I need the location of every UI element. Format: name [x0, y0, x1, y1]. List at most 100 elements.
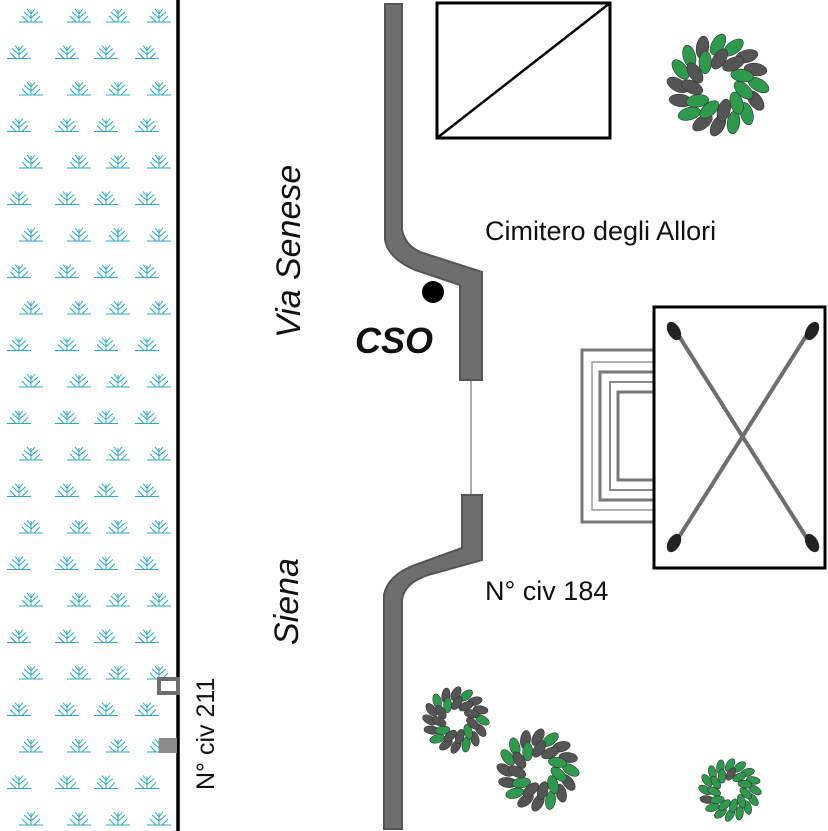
marsh-grass-icon [6, 775, 32, 789]
marsh-grass-icon [18, 373, 44, 388]
marsh-grass-icon [18, 592, 44, 607]
marsh-grass-icon [93, 264, 119, 278]
marsh-grass-icon [66, 300, 92, 315]
building-cross-icon [580, 305, 827, 570]
marsh-grass-icon [134, 191, 160, 205]
marsh-grass-icon [6, 337, 32, 351]
marsh-grass-icon [6, 410, 32, 424]
marsh-grass-icon [18, 519, 44, 534]
marsh-grass-icon [66, 446, 92, 461]
marsh-grass-icon [105, 154, 131, 169]
cemetery-label: Cimitero degli Allori [485, 216, 716, 246]
marsh-grass-icon [18, 227, 44, 242]
marsh-grass-icon [134, 483, 160, 497]
marsh-grass-icon [66, 519, 92, 534]
marsh-grass-icon [134, 264, 160, 278]
marsh-grass-icon [134, 45, 160, 59]
marsh-grass-icon [93, 629, 119, 643]
marsh-grass-icon [18, 446, 44, 461]
marsh-grass-icon [18, 300, 44, 315]
marsh-grass-icon [93, 410, 119, 424]
marsh-grass-icon [54, 191, 80, 205]
marsh-grass-icon [105, 811, 131, 826]
marsh-grass-icon [93, 45, 119, 59]
marsh-grass-icon [134, 118, 160, 132]
marsh-grass-icon [146, 300, 172, 315]
marsh-grass-icon [105, 592, 131, 607]
marsh-grass-icon [146, 8, 172, 23]
marsh-grass-icon [66, 8, 92, 23]
civic-211-marker-lower [159, 738, 177, 753]
marsh-grass-icon [6, 264, 32, 278]
marsh-grass-icon [105, 227, 131, 242]
civic-211-marker-upper [157, 677, 180, 695]
marsh-grass-icon [18, 811, 44, 826]
road-south-segment [383, 494, 483, 830]
marsh-grass-icon [146, 154, 172, 169]
building-diagonal-icon [435, 1, 612, 140]
civic-number-184: N° civ 184 [485, 576, 608, 606]
marsh-grass-icon [66, 154, 92, 169]
marsh-grass-icon [66, 811, 92, 826]
marsh-grass-icon [6, 45, 32, 59]
marsh-grass-icon [18, 665, 44, 680]
marsh-grass-icon [134, 337, 160, 351]
marsh-grass-icon [105, 300, 131, 315]
marsh-grass-icon [54, 45, 80, 59]
marsh-grass-icon [146, 373, 172, 388]
marsh-grass-icon [18, 81, 44, 96]
marsh-grass-icon [105, 373, 131, 388]
marsh-grass-icon [134, 410, 160, 424]
marsh-grass-icon [93, 118, 119, 132]
marsh-grass-icon [105, 738, 131, 753]
marsh-grass-icon [66, 81, 92, 96]
marsh-grass-icon [105, 446, 131, 461]
civic-number-211: N° civ 211 [192, 678, 220, 790]
marsh-grass-icon [146, 227, 172, 242]
tree-crown-icon [698, 758, 762, 822]
marsh-grass-icon [66, 592, 92, 607]
marsh-grass-icon [66, 227, 92, 242]
marsh-grass-icon [66, 373, 92, 388]
marsh-grass-icon [146, 811, 172, 826]
marsh-grass-icon [54, 629, 80, 643]
marsh-grass-icon [6, 483, 32, 497]
marsh-grass-icon [146, 81, 172, 96]
marsh-grass-icon [146, 592, 172, 607]
marsh-grass-icon [54, 483, 80, 497]
marsh-grass-icon [134, 629, 160, 643]
tree-crown-icon [666, 33, 770, 137]
marsh-grass-icon [54, 702, 80, 716]
marsh-grass-icon [18, 738, 44, 753]
marsh-grass-icon [93, 775, 119, 789]
marsh-grass-icon [93, 191, 119, 205]
marsh-grass-icon [6, 191, 32, 205]
tree-crown-icon [496, 728, 580, 812]
marsh-grass-icon [6, 118, 32, 132]
street-name-bottom: Siena [268, 558, 306, 645]
marsh-grass-icon [6, 556, 32, 570]
marsh-grass-icon [134, 702, 160, 716]
marsh-grass-icon [105, 8, 131, 23]
marsh-grass-icon [66, 665, 92, 680]
marsh-grass-icon [54, 775, 80, 789]
marsh-grass-icon [105, 519, 131, 534]
road-north-segment [384, 3, 483, 381]
marsh-grass-icon [134, 775, 160, 789]
marsh-grass-icon [6, 629, 32, 643]
marsh-grass-icon [105, 665, 131, 680]
tree-crown-icon [422, 686, 490, 754]
marsh-grass-icon [134, 556, 160, 570]
marsh-grass-icon [93, 702, 119, 716]
street-name-top: Via Senese [270, 165, 308, 338]
cso-point-icon [422, 281, 444, 303]
marsh-grass-icon [93, 337, 119, 351]
marsh-grass-icon [6, 702, 32, 716]
marsh-field [6, 8, 172, 826]
marsh-grass-icon [54, 118, 80, 132]
marsh-grass-icon [93, 483, 119, 497]
marsh-grass-icon [54, 556, 80, 570]
marsh-grass-icon [18, 8, 44, 23]
